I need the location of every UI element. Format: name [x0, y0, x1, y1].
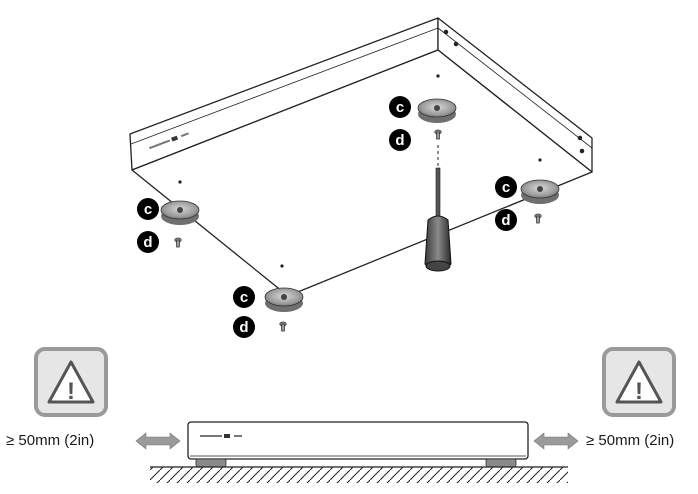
screw-back-left: [434, 129, 442, 140]
marker-c-front-left: c: [137, 198, 159, 220]
device-bottom-plate: [131, 49, 593, 297]
svg-text:c: c: [240, 289, 248, 306]
floor-surface: [150, 466, 568, 483]
marker-d-front-right: d: [233, 316, 255, 338]
marker-c-back-right: c: [495, 176, 517, 198]
side-foot-right: [485, 458, 517, 468]
marker-d-back-left: d: [389, 129, 411, 151]
foot-back-left: [417, 98, 457, 123]
screw-icons: [174, 129, 542, 332]
svg-text:d: d: [501, 212, 510, 229]
foot-back-right: [520, 179, 560, 204]
device-side-view: [187, 421, 529, 468]
side-view-logo-mark: [200, 434, 242, 438]
screw-front-right: [279, 321, 287, 332]
foot-front-right: [264, 287, 304, 312]
svg-text:!: !: [67, 378, 75, 405]
foot-front-left: [160, 200, 200, 225]
screw-back-right: [534, 213, 542, 224]
warning-triangle-icon-left: !: [34, 347, 108, 417]
clearance-arrow-left: [135, 432, 181, 450]
screwdriver-icon: [424, 145, 452, 272]
warning-triangle-icon-right: !: [602, 347, 676, 417]
side-foot-left: [195, 458, 227, 468]
svg-text:c: c: [396, 99, 404, 116]
svg-text:c: c: [144, 201, 152, 218]
svg-text:d: d: [395, 132, 404, 149]
marker-d-front-left: d: [137, 231, 159, 253]
clearance-arrow-right: [533, 432, 579, 450]
clearance-label-left: ≥ 50mm (2in): [6, 432, 95, 449]
marker-d-back-right: d: [495, 209, 517, 231]
svg-text:d: d: [143, 234, 152, 251]
marker-c-back-left: c: [389, 96, 411, 118]
device-logo-mark: [148, 132, 189, 150]
screw-front-left: [174, 237, 182, 248]
svg-text:d: d: [239, 319, 248, 336]
svg-text:c: c: [502, 179, 510, 196]
device-underside: [129, 17, 593, 297]
screw-hole-dots: [178, 74, 542, 268]
marker-c-front-right: c: [233, 286, 255, 308]
clearance-label-right: ≥ 50mm (2in): [586, 432, 675, 449]
svg-text:!: !: [635, 378, 643, 405]
